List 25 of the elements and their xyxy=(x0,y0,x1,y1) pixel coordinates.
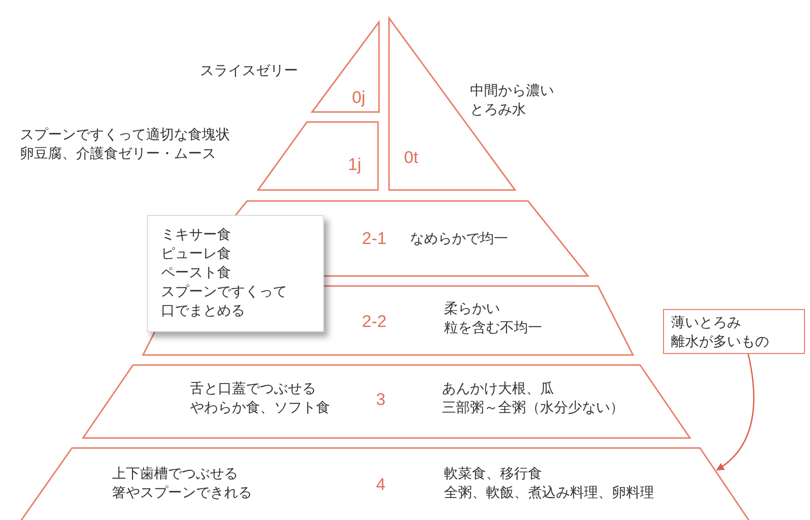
side-label: 中間から濃いとろみ水 xyxy=(470,82,554,120)
tier-text: なめらかで均一 xyxy=(410,230,508,249)
trapezoid-tier xyxy=(83,365,690,438)
level-number: 0j xyxy=(352,88,366,107)
level-number: 4 xyxy=(376,475,386,494)
tier-text: あんかけ大根、瓜三部粥～全粥（水分少ない） xyxy=(442,380,624,418)
tier-text: 舌と口蓋でつぶせるやわらか食、ソフト食 xyxy=(190,380,330,418)
tier-text: 軟菜食、移行食全粥、軟飯、煮込み料理、卵料理 xyxy=(444,465,654,503)
level-number: 3 xyxy=(376,390,386,409)
food-list-tooltip xyxy=(147,215,324,332)
tier-text: 薄いとろみ離水が多いもの xyxy=(671,314,769,352)
level-number: 2-1 xyxy=(362,229,387,248)
level-number: 2-2 xyxy=(362,312,387,331)
tier-text: 柔らかい粒を含む不均一 xyxy=(444,300,542,338)
curved-arrow xyxy=(716,354,754,471)
tier-text: ミキサー食ピューレ食ペースト食スプーンですくって口でまとめる xyxy=(161,226,287,321)
trapezoid-tier xyxy=(258,122,378,190)
triangle-tier xyxy=(312,22,379,112)
level-number: 0t xyxy=(404,148,418,167)
side-label: スプーンですくって適切な食塊状卵豆腐、介護食ゼリー・ムース xyxy=(20,126,230,164)
tier-text: 上下歯槽でつぶせる箸やスプーンできれる xyxy=(112,465,252,503)
note-box xyxy=(663,309,805,354)
side-label: スライスゼリー xyxy=(200,62,298,81)
level-number: 1j xyxy=(348,155,362,174)
trapezoid-tier xyxy=(20,448,750,520)
